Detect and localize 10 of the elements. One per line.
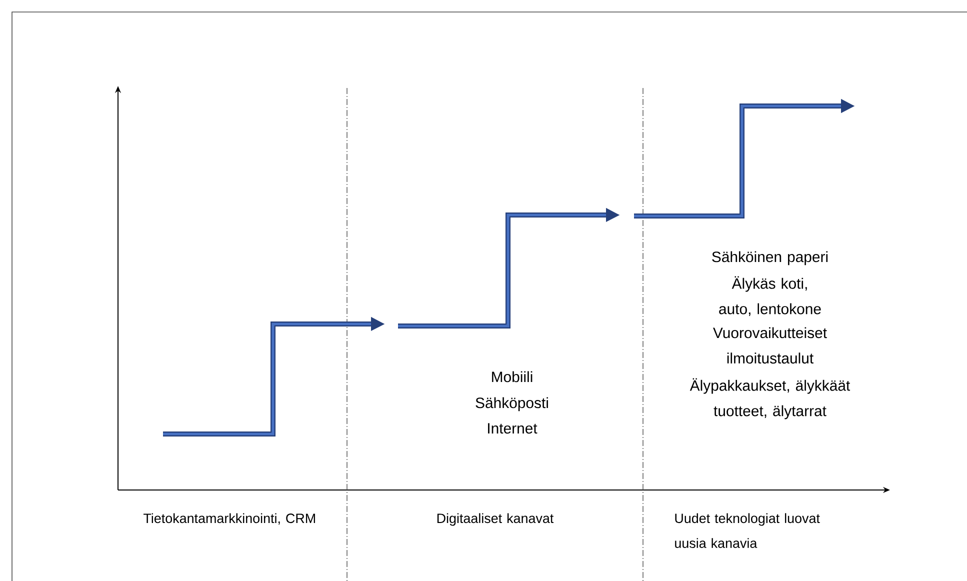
label-text: Tietokantamarkkinointi, CRM	[144, 513, 315, 525]
label-text: Mobiili	[492, 371, 532, 382]
label-text: Vuorovaikutteiset ilmoitustaulut	[713, 327, 827, 364]
label-text: Sähköinen paperi	[712, 251, 828, 266]
label-text: Älypakkaukset, älykkäät tuotteet, älytarrat	[690, 378, 850, 420]
label-text: Uudet teknologiat luovat uusia kanavia	[675, 513, 820, 548]
label-text: Digitaaliset kanavat	[437, 513, 554, 526]
label-text: Älykäs koti, auto, lentokone	[719, 276, 821, 316]
label-text: Internet	[488, 423, 538, 434]
label-text: Sähköposti	[476, 397, 548, 412]
